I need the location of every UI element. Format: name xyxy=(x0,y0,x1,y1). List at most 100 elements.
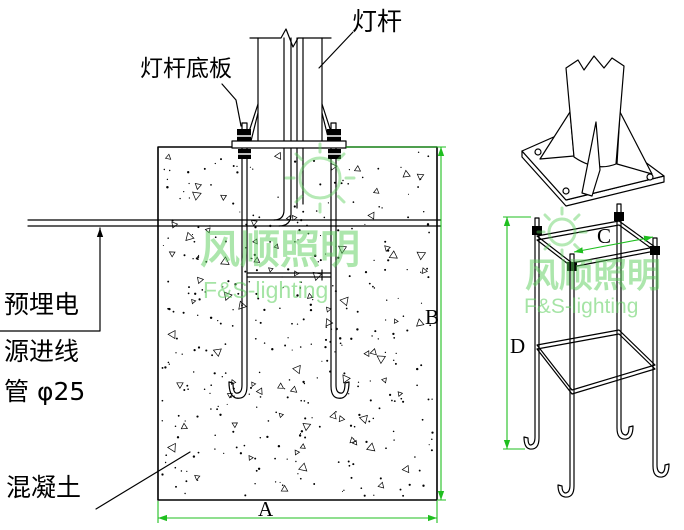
concrete-speck xyxy=(209,392,211,395)
concrete-speck xyxy=(316,377,318,379)
concrete-speck xyxy=(187,292,190,295)
concrete-speck xyxy=(393,439,395,441)
concrete-speck xyxy=(244,494,247,497)
concrete-speck xyxy=(352,463,355,466)
concrete-speck xyxy=(297,473,299,475)
sun-logo-disc xyxy=(547,217,577,247)
concrete-speck xyxy=(166,186,169,189)
concrete-speck xyxy=(187,171,190,174)
concrete-speck xyxy=(356,310,359,313)
concrete-speck xyxy=(343,372,346,375)
concrete-speck xyxy=(232,309,234,311)
concrete-speck xyxy=(239,211,241,213)
concrete-speck xyxy=(422,210,425,213)
concrete-aggregate xyxy=(402,169,411,178)
dimension-c-label: C xyxy=(597,224,611,248)
concrete-speck xyxy=(281,484,284,486)
concrete-aggregate xyxy=(238,300,248,310)
concrete-aggregate xyxy=(226,393,233,399)
concrete-aggregate xyxy=(358,414,368,425)
concrete-speck xyxy=(231,325,234,327)
concrete-speck xyxy=(185,480,188,483)
concrete-speck xyxy=(161,420,164,422)
concrete-speck xyxy=(395,352,397,355)
concrete-speck xyxy=(426,267,428,270)
concrete-speck xyxy=(175,485,177,488)
concrete-speck xyxy=(186,470,188,473)
concrete-aggregate xyxy=(253,256,261,263)
iso-bolt-hole xyxy=(562,187,570,195)
iso-nut-front-left xyxy=(567,262,577,271)
concrete-speck xyxy=(368,282,371,285)
concrete-speck xyxy=(296,294,299,297)
concrete-speck xyxy=(254,226,257,229)
concrete-speck xyxy=(258,216,261,219)
concrete-speck xyxy=(183,389,186,391)
concrete-speck xyxy=(195,257,198,260)
concrete-speck xyxy=(232,202,235,205)
concrete-speck xyxy=(341,344,343,346)
concrete-aggregate xyxy=(185,231,195,242)
concrete-speck xyxy=(387,259,390,262)
concrete-speck xyxy=(287,268,290,271)
conduit-riser-inner-line xyxy=(278,37,292,227)
concrete-speck xyxy=(365,440,368,444)
concrete-speck xyxy=(162,244,164,247)
right-top-nut xyxy=(327,129,341,141)
concrete-speck xyxy=(296,221,299,224)
concrete-aggregate xyxy=(298,462,308,472)
concrete-speck xyxy=(402,315,405,317)
concrete-speck xyxy=(393,400,396,403)
concrete-speck xyxy=(429,324,432,327)
concrete-speck xyxy=(421,418,424,421)
concrete-speck xyxy=(263,308,266,312)
concrete-speck xyxy=(196,479,199,481)
conduit-label-line-3: 管 φ25 xyxy=(4,377,85,406)
concrete-speck xyxy=(358,413,361,417)
concrete-aggregate xyxy=(167,330,176,340)
concrete-speck xyxy=(400,397,403,400)
concrete-aggregate xyxy=(192,191,202,201)
concrete-speck xyxy=(197,451,200,454)
dimension-a-extension-lines xyxy=(157,501,438,523)
concrete-aggregate xyxy=(376,355,387,365)
concrete-speck xyxy=(392,359,395,362)
concrete-aggregate xyxy=(167,442,176,453)
concrete-speck xyxy=(236,165,238,168)
concrete-aggregate xyxy=(252,238,258,245)
bolt-tie-bar xyxy=(246,269,332,281)
iso-bolt-hole xyxy=(534,148,542,156)
concrete-speck xyxy=(321,360,323,362)
concrete-speck xyxy=(397,297,399,299)
concrete-aggregate xyxy=(194,474,201,481)
concrete-speck xyxy=(279,307,281,309)
concrete-aggregate xyxy=(212,348,222,357)
concrete-aggregate xyxy=(421,267,428,274)
concrete-speck xyxy=(318,425,321,428)
concrete-speck xyxy=(243,444,246,447)
left-bolt-inner-line xyxy=(228,122,243,394)
concrete-speck xyxy=(183,254,186,257)
concrete-speck xyxy=(175,352,177,354)
concrete-speck xyxy=(427,276,430,279)
concrete-speck xyxy=(307,402,310,404)
concrete-speck xyxy=(384,351,387,354)
concrete-speck xyxy=(391,399,393,402)
concrete-speck xyxy=(325,326,328,328)
concrete-speck xyxy=(431,431,434,434)
concrete-speck xyxy=(254,482,256,485)
concrete-speck xyxy=(210,184,212,186)
concrete-aggregate xyxy=(220,256,230,265)
concrete-speck xyxy=(420,364,423,367)
concrete-speck xyxy=(377,167,380,170)
iso-left-gusset xyxy=(539,111,575,160)
concrete-speck xyxy=(227,280,230,283)
concrete-speck xyxy=(219,413,222,416)
concrete-speck xyxy=(337,461,340,463)
dimension-a: A xyxy=(157,497,438,523)
concrete-speck xyxy=(356,328,359,331)
concrete-speck xyxy=(312,299,314,301)
anchor-nuts xyxy=(237,129,341,159)
concrete-speck xyxy=(381,207,383,209)
concrete-speck xyxy=(378,205,381,208)
